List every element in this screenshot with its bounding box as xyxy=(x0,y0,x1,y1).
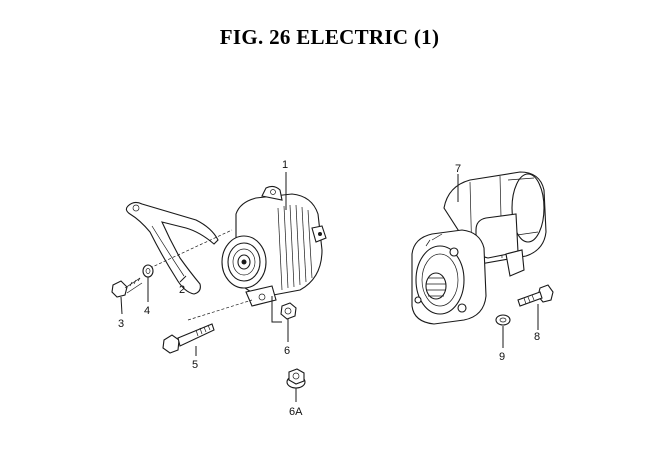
bolt-5-part xyxy=(162,323,215,354)
bolt-8-part xyxy=(517,284,554,307)
callout-5: 5 xyxy=(192,359,198,371)
callout-6: 6 xyxy=(284,345,290,357)
alternator-part xyxy=(149,185,327,323)
washer-4-part xyxy=(142,264,154,278)
callout-8: 8 xyxy=(534,331,540,343)
callout-1: 1 xyxy=(282,159,288,171)
leader-lines xyxy=(120,172,539,402)
washer-9-part xyxy=(495,314,511,326)
callout-6a: 6A xyxy=(289,406,303,418)
callout-4: 4 xyxy=(144,305,150,317)
callout-3: 3 xyxy=(118,318,124,330)
adjusting-bracket-part xyxy=(125,201,219,295)
leader-2 xyxy=(179,275,187,283)
nut-6-part xyxy=(280,302,297,320)
callout-9: 9 xyxy=(499,351,505,363)
callout-7: 7 xyxy=(455,163,461,175)
nut-6a-part xyxy=(286,368,306,389)
figure-title: FIG. 26 ELECTRIC (1) xyxy=(219,25,440,49)
callout-2: 2 xyxy=(179,284,185,296)
callout-labels: 1 2 3 4 5 6 6A 7 8 9 xyxy=(118,159,540,418)
bolt-3-part xyxy=(111,277,143,298)
leader-3 xyxy=(120,296,123,315)
starter-motor-part xyxy=(411,171,547,325)
